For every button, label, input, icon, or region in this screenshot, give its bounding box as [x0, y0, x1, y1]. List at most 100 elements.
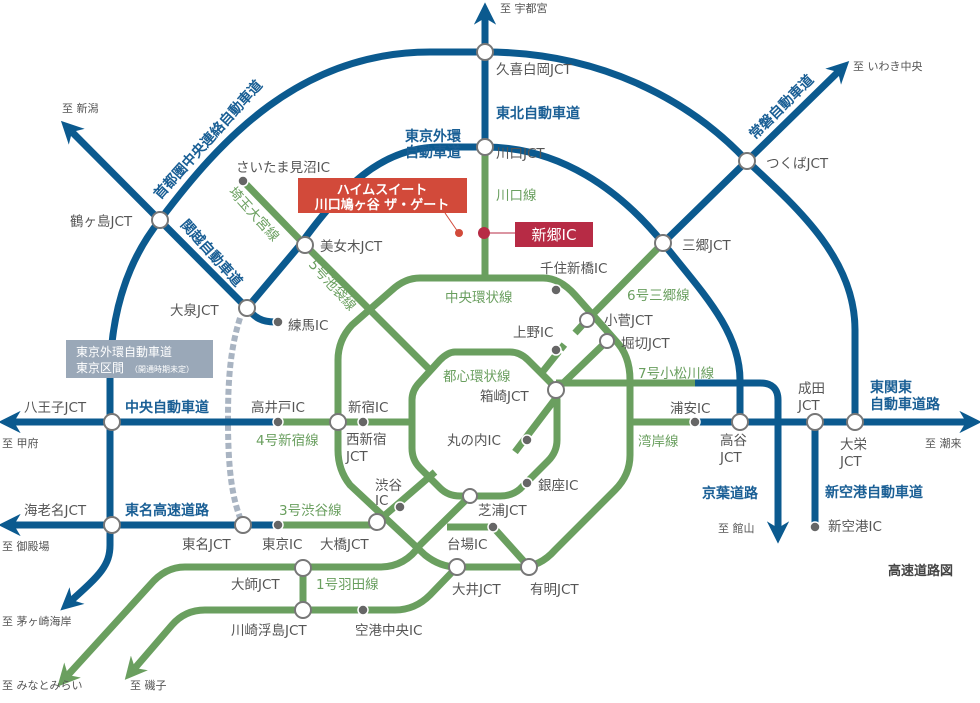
nearest-ic-callout[interactable]: 新郷IC: [478, 222, 593, 247]
label-tsukuba-jct: つくばJCT: [766, 156, 829, 172]
ic-marker[interactable]: [550, 284, 562, 296]
label-koya: 高谷: [720, 432, 748, 449]
label-kuki-shiraoka-jct: 久喜白岡JCT: [496, 62, 572, 78]
name-ikebukuro-line: 5号池袋線: [305, 257, 359, 315]
jct-marker[interactable]: [151, 211, 169, 229]
shingo-ic-dot: [478, 227, 490, 239]
jct-marker[interactable]: [462, 488, 478, 504]
jct-marker[interactable]: [547, 381, 565, 399]
marunouchi-line: [512, 395, 559, 455]
ic-marker[interactable]: [487, 521, 499, 533]
label-tsurugashima-jct: 鶴ヶ島JCT: [70, 213, 133, 230]
ic-marker[interactable]: [272, 316, 284, 328]
label-shibaura-jct: 芝浦JCT: [478, 503, 527, 519]
jct-marker[interactable]: [294, 559, 312, 577]
label-takaido-ic: 高井戸IC: [251, 399, 305, 416]
jct-marker[interactable]: [846, 413, 864, 431]
label-ohashi-jct: 大橋JCT: [320, 537, 369, 553]
ic-marker[interactable]: [272, 519, 284, 531]
dest-niigata: 至 新潟: [62, 101, 99, 115]
label-ebina-jct: 海老名JCT: [24, 503, 87, 519]
jct-marker[interactable]: [599, 333, 615, 349]
label-kuko-chuo-ic: 空港中央IC: [355, 623, 422, 639]
name-tohoku: 東北自動車道: [496, 105, 580, 122]
ic-marker[interactable]: [550, 344, 562, 356]
label-oi-jct: 大井JCT: [452, 582, 501, 598]
ic-marker[interactable]: [521, 477, 533, 489]
dest-chigasaki: 至 茅ヶ崎海岸: [2, 614, 72, 628]
label-saitama-minuma-ic: さいたま見沼IC: [236, 160, 330, 176]
label-hachioji-jct: 八王子JCT: [24, 400, 87, 416]
ic-marker[interactable]: [809, 521, 821, 533]
jct-marker[interactable]: [520, 558, 538, 576]
ic-markers: [237, 175, 821, 616]
label-daishi-jct: 大師JCT: [231, 577, 280, 593]
property-callout[interactable]: ハイムスイート 川口鳩ヶ谷 ザ・ゲート: [298, 178, 467, 237]
jct-marker[interactable]: [103, 516, 121, 534]
label-misato-jct: 三郷JCT: [682, 238, 731, 254]
jct-marker[interactable]: [738, 152, 756, 170]
name-chuo: 中央自動車道: [125, 399, 209, 416]
dest-utsunomiya: 至 宇都宮: [500, 1, 548, 15]
junction-labels: 久喜白岡JCT 川口JCT さいたま見沼IC 美女木JCT 鶴ヶ島JCT 大泉J…: [24, 62, 882, 639]
ic-marker[interactable]: [357, 604, 369, 616]
name-shibuya-line: 3号渋谷線: [279, 503, 342, 519]
jct-marker[interactable]: [294, 601, 312, 619]
label-shinjuku-ic: 新宿IC: [348, 399, 388, 416]
label-shin-kuko-ic: 新空港IC: [828, 519, 882, 535]
shingo-ic-label: 新郷IC: [532, 226, 577, 244]
dest-kofu: 至 甲府: [2, 436, 39, 450]
jct-marker[interactable]: [234, 516, 252, 534]
jct-marker[interactable]: [579, 312, 595, 328]
name-shin-kuko: 新空港自動車道: [825, 484, 923, 501]
name-central-circular: 中央環状線: [445, 290, 513, 306]
jct-marker[interactable]: [476, 138, 494, 156]
ic-marker[interactable]: [394, 501, 406, 513]
name-higashi-kanto-1: 東関東: [870, 379, 912, 396]
map-title: 高速道路図: [888, 563, 953, 579]
dest-itako: 至 潮来: [925, 436, 962, 450]
label-marunouchi-ic: 丸の内IC: [447, 433, 501, 449]
label-narita-jct: JCT: [797, 398, 820, 414]
ic-marker[interactable]: [272, 416, 284, 428]
property-label-box: [298, 178, 467, 213]
jct-marker[interactable]: [296, 236, 314, 254]
label-taiei: 大栄: [840, 437, 868, 453]
ic-marker[interactable]: [237, 175, 249, 187]
jct-marker[interactable]: [476, 43, 494, 61]
jct-marker[interactable]: [329, 413, 347, 431]
property-pointer: [444, 212, 459, 233]
ic-marker[interactable]: [521, 434, 533, 446]
jct-marker[interactable]: [448, 558, 466, 576]
planned-section-note: （開通時期未定）: [130, 364, 194, 374]
label-shibuya: 渋谷: [375, 478, 402, 494]
label-tomei-jct: 東名JCT: [182, 537, 231, 553]
label-kawaguchi-jct: 川口JCT: [496, 146, 545, 162]
label-nishi-shinjuku-jct: JCT: [345, 449, 368, 465]
name-keiyo: 京葉道路: [702, 485, 759, 502]
label-tokyo-ic: 東京IC: [262, 537, 302, 553]
ic-marker[interactable]: [357, 416, 369, 428]
dest-iwaki: 至 いわき中央: [853, 60, 923, 73]
jct-marker[interactable]: [238, 299, 256, 317]
label-shibuya-ic: IC: [375, 493, 388, 509]
jct-marker[interactable]: [654, 234, 672, 252]
ic-marker[interactable]: [689, 416, 701, 428]
jct-marker[interactable]: [103, 413, 121, 431]
dest-gotemba: 至 御殿場: [2, 539, 50, 553]
planned-section-line2: 東京区間: [76, 361, 124, 375]
name-haneda-line: 1号羽田線: [316, 577, 379, 593]
gaikan-west: [243, 143, 485, 326]
label-hakozaki-jct: 箱崎JCT: [480, 389, 529, 405]
jct-marker[interactable]: [368, 513, 386, 531]
planned-section-line1: 東京外環自動車道: [76, 345, 172, 359]
jct-marker[interactable]: [806, 413, 824, 431]
junction-markers: [103, 43, 864, 619]
property-name-line1: ハイムスイート: [337, 183, 427, 198]
name-misato-line: 6号三郷線: [627, 288, 690, 304]
name-gaikan-2: 自動車道: [405, 144, 461, 161]
name-komatsugawa-line: 7号小松川線: [638, 366, 715, 382]
planned-section-box: 東京外環自動車道 東京区間 （開通時期未定）: [66, 340, 213, 378]
jct-marker[interactable]: [731, 413, 749, 431]
